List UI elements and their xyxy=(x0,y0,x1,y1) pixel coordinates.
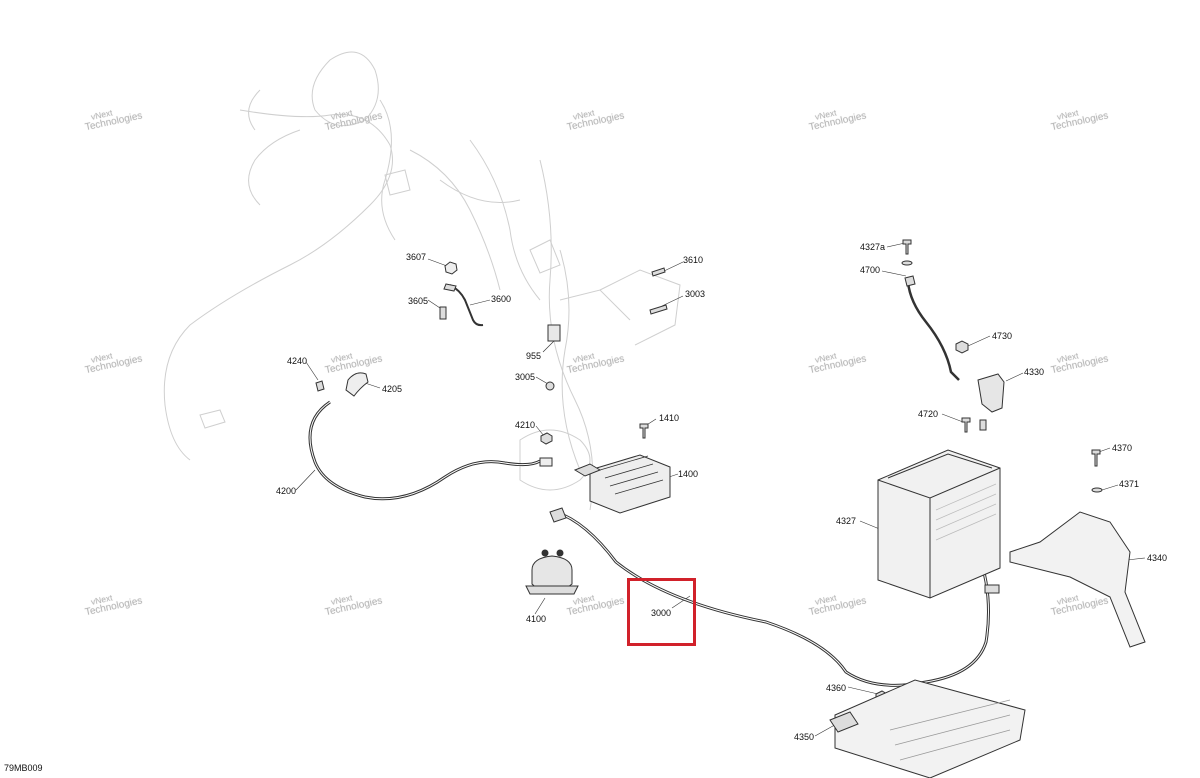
callout-4700[interactable]: 4700 xyxy=(860,265,881,275)
callout-1400[interactable]: 1400 xyxy=(678,469,699,479)
callout-3000[interactable]: 3000 xyxy=(651,608,672,618)
callout-4100[interactable]: 4100 xyxy=(526,614,547,624)
callout-4350[interactable]: 4350 xyxy=(794,732,815,742)
callout-4340[interactable]: 4340 xyxy=(1147,553,1168,563)
figure-reference: 79MB009 xyxy=(4,763,43,773)
callout-3005[interactable]: 3005 xyxy=(515,372,536,382)
callout-3610[interactable]: 3610 xyxy=(683,255,704,265)
callout-3607[interactable]: 3607 xyxy=(406,252,427,262)
callout-4330[interactable]: 4330 xyxy=(1024,367,1045,377)
callout-955[interactable]: 955 xyxy=(526,351,542,361)
frame-harness-background xyxy=(163,51,681,511)
callout-4370[interactable]: 4370 xyxy=(1112,443,1133,453)
callout-1410[interactable]: 1410 xyxy=(659,413,680,423)
callout-4720[interactable]: 4720 xyxy=(918,409,939,419)
callout-4200[interactable]: 4200 xyxy=(276,486,297,496)
callout-3600[interactable]: 3600 xyxy=(491,294,512,304)
callout-4327a[interactable]: 4327a xyxy=(860,242,886,252)
part-art xyxy=(308,239,1146,778)
selected-part-highlight xyxy=(627,578,696,646)
callout-4205[interactable]: 4205 xyxy=(382,384,403,394)
callout-3605[interactable]: 3605 xyxy=(408,296,429,306)
callout-4360[interactable]: 4360 xyxy=(826,683,847,693)
callout-4327[interactable]: 4327 xyxy=(836,516,857,526)
callout-4730[interactable]: 4730 xyxy=(992,331,1013,341)
callout-4240[interactable]: 4240 xyxy=(287,356,308,366)
callout-4210[interactable]: 4210 xyxy=(515,420,536,430)
callout-3003[interactable]: 3003 xyxy=(685,289,706,299)
callout-4371[interactable]: 4371 xyxy=(1119,479,1140,489)
